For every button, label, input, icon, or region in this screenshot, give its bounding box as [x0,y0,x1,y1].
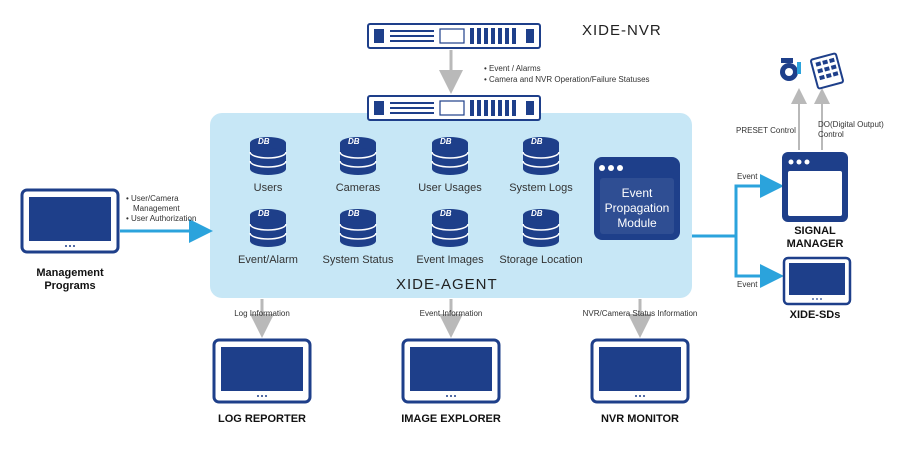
agent-server-icon [367,95,541,121]
db-badge: DB [531,137,543,146]
agent-title: XIDE-AGENT [396,276,498,293]
mgmt-flow-label-2: Management [133,204,180,213]
preset-label: PRESET Control [736,126,796,135]
module-label-3: Module [617,216,657,230]
db-label-event-images: Event Images [416,254,484,266]
db-label-event-alarm: Event/Alarm [238,254,298,266]
do-label-1: DO(Digital Output) [818,120,884,129]
nvr-monitor-label: NVR MONITOR [600,413,680,425]
log-reporter-monitor-icon [212,338,312,404]
db-badge: DB [440,209,452,218]
db-label-user-usages: User Usages [418,182,482,194]
db-badge: DB [440,137,452,146]
db-label-system-status: System Status [322,254,394,266]
log-info-label: Log Information [234,309,290,318]
event-label-signal: Event [737,172,758,181]
event-info-label: Event Information [419,309,483,318]
event-to-sds-arrow [734,236,784,288]
event-propagation-module [594,157,680,240]
event-to-signal-arrow [692,174,784,238]
agent-panel [210,113,692,298]
log-reporter-label: LOG REPORTER [217,413,306,425]
module-label-1: Event [621,186,653,200]
management-monitor-icon [20,188,120,254]
module-label-2: Propagation [604,201,670,215]
db-badge: DB [531,209,543,218]
db-badge: DB [348,137,360,146]
nvr-server-icon [367,23,541,49]
sds-label: XIDE-SDs [789,309,841,321]
db-badge: DB [258,137,270,146]
db-label-cameras: Cameras [335,182,381,194]
management-label-2: Programs [44,280,96,292]
event-label-sds: Event [737,280,758,289]
image-explorer-monitor-icon [401,338,501,404]
db-label-storage-location: Storage Location [499,254,583,266]
db-badge: DB [348,209,360,218]
mgmt-flow-label-1: • User/Camera [126,194,179,203]
ptz-camera-icon [780,58,801,81]
sds-monitor-icon [782,256,852,306]
management-label-1: Management [36,267,104,279]
do-label-2: Control [818,130,844,139]
keypad-icon [810,52,844,90]
signal-manager-label-1: SIGNAL [794,225,836,237]
image-explorer-label: IMAGE EXPLORER [401,413,501,425]
status-info-label: NVR/Camera Status Information [582,309,698,318]
nvr-title: XIDE-NVR [582,22,662,39]
db-badge: DB [258,209,270,218]
signal-manager-label-2: MANAGER [786,238,844,250]
nvr-flow-label-2: • Camera and NVR Operation/Failure Statu… [484,75,650,84]
nvr-flow-label-1: • Event / Alarms [484,64,541,73]
mgmt-flow-label-3: • User Authorization [126,214,197,223]
db-label-system-logs: System Logs [509,182,573,194]
db-label-users: Users [253,182,283,194]
nvr-monitor-icon [590,338,690,404]
